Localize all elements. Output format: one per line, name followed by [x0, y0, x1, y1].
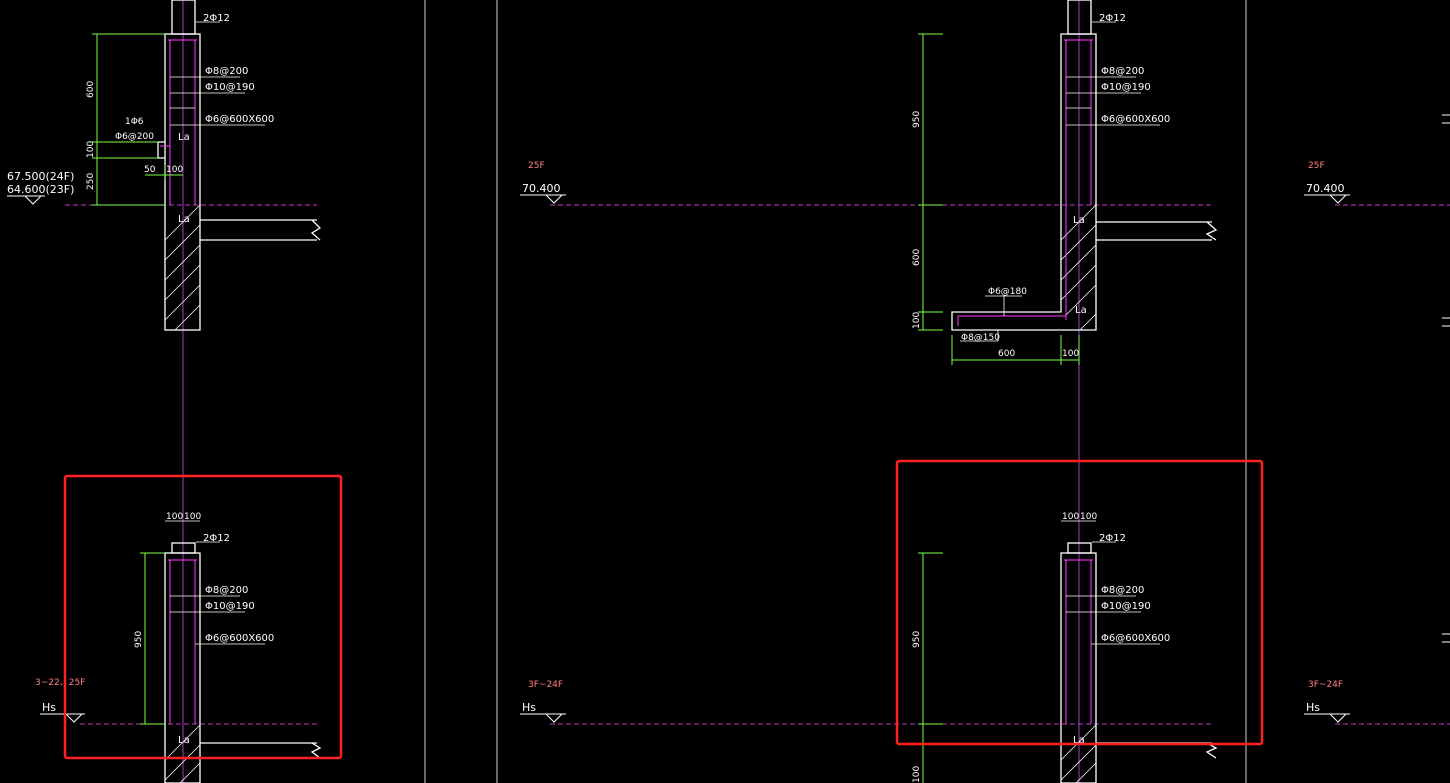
left-bottom-level-marker [40, 713, 85, 723]
right-bottom-rebar-3: Φ6@600X600 [1101, 633, 1170, 644]
left-bottom-wall-outline [164, 542, 322, 783]
right-anchor-1: La [1073, 215, 1085, 226]
middle-level-bottom-marker [520, 713, 566, 723]
left-parapet-detail[interactable]: 2Φ12 Φ8@200 Φ10@190 Φ6@600X600 1Φ6 Φ6@20… [7, 0, 322, 331]
left-bottom-rebar-3: Φ6@600X600 [205, 633, 274, 644]
left-bottom-height: 950 [134, 631, 144, 648]
left-rebar-lines [160, 39, 197, 205]
right-top-rebar: 2Φ12 [1099, 13, 1126, 24]
far-right-floor-bottom: 3F~24F [1308, 680, 1343, 690]
far-right-level-bottom: Hs [1306, 701, 1320, 714]
right-bottom-rebar-2: Φ10@190 [1101, 601, 1151, 612]
selection-box-right[interactable] [895, 459, 1264, 746]
left-bottom-hatch [164, 724, 201, 783]
far-right-level-markers[interactable]: 25F 70.400 3F~24F Hs [1304, 161, 1350, 723]
left-bottom-rebar-2: Φ10@190 [205, 601, 255, 612]
right-height-950: 950 [912, 111, 922, 128]
right-bottom-top-rebar: 2Φ12 [1099, 533, 1126, 544]
axis-lines [182, 0, 1080, 783]
right-wall-outline [951, 0, 1218, 331]
right-rebar-3: Φ6@600X600 [1101, 114, 1170, 125]
left-bottom-dim-top-1: 100 [166, 512, 183, 522]
left-wall-outline [157, 0, 322, 331]
left-level-1: 67.500(24F) [7, 170, 74, 183]
middle-level-bottom: Hs [522, 701, 536, 714]
left-callouts [170, 21, 265, 126]
right-height-600: 600 [912, 249, 922, 266]
middle-level-top: 70.400 [522, 182, 561, 195]
left-dim-600: 600 [86, 81, 96, 98]
left-dimensions [92, 33, 183, 206]
left-bottom-rebar [168, 559, 197, 724]
right-rebar-2: Φ10@190 [1101, 82, 1151, 93]
right-rebar-lines [957, 39, 1093, 326]
middle-floor-top: 25F [528, 161, 545, 171]
right-slab-rebar-2: Φ8@150 [961, 333, 1000, 343]
right-anchor-2: La [1075, 305, 1087, 316]
left-level-2: 64.600(23F) [7, 183, 74, 196]
selection-box-left[interactable] [63, 474, 343, 760]
left-bottom-dim-top-2: 100 [184, 512, 201, 522]
left-top-rebar-label: 2Φ12 [203, 13, 230, 24]
right-bottom-hatch [1060, 724, 1097, 783]
left-bottom-rebar-1: Φ8@200 [205, 585, 248, 596]
right-wall-hatch [1060, 204, 1097, 331]
right-bottom-height-100: 100 [912, 766, 922, 783]
right-bottom-anchor: La [1073, 735, 1085, 746]
right-parapet-detail[interactable]: 2Φ12 Φ8@200 Φ10@190 Φ6@600X600 950 600 1… [912, 0, 1218, 365]
right-bottom-dim-top-2: 100 [1080, 512, 1097, 522]
left-rebar-3-label: Φ6@600X600 [205, 114, 274, 125]
right-bottom-rebar [1064, 559, 1093, 724]
right-slab-rebar-1: Φ6@180 [988, 287, 1027, 297]
far-right-level-top-marker [1304, 194, 1350, 204]
left-anchor-2: La [178, 214, 190, 225]
sheet-frame-lines [424, 0, 1247, 783]
left-dim-100b: 100 [166, 165, 183, 175]
left-wall-hatch [164, 204, 201, 331]
middle-level-markers[interactable]: 25F 70.400 3F~24F Hs [520, 161, 566, 723]
far-right-floor-top: 25F [1308, 161, 1325, 171]
right-rebar-1: Φ8@200 [1101, 66, 1144, 77]
middle-level-top-marker [520, 194, 566, 204]
left-dim-50: 50 [144, 165, 156, 175]
left-bottom-callouts [165, 520, 265, 645]
left-bottom-level: Hs [42, 701, 56, 714]
right-callouts [960, 21, 1160, 342]
middle-floor-bottom: 3F~24F [528, 680, 563, 690]
left-bottom-anchor: La [178, 735, 190, 746]
left-corbel-rebar-2: Φ6@200 [115, 132, 154, 142]
right-dimensions [918, 33, 1080, 365]
right-bottom-callouts [1061, 520, 1160, 645]
left-bottom-floors: 3~22、25F [35, 678, 85, 688]
left-dim-250: 250 [86, 173, 96, 190]
right-bottom-parapet-detail[interactable]: 100 100 2Φ12 Φ8@200 Φ10@190 Φ6@600X600 9… [912, 512, 1218, 783]
left-corbel-rebar-1: 1Φ6 [125, 117, 144, 127]
right-bottom-height: 950 [912, 631, 922, 648]
left-anchor-1: La [178, 132, 190, 143]
left-level-marker [7, 195, 45, 205]
far-right-level-bottom-marker [1304, 713, 1350, 723]
right-bottom-rebar-1: Φ8@200 [1101, 585, 1144, 596]
left-bottom-top-rebar: 2Φ12 [203, 533, 230, 544]
left-rebar-2-label: Φ10@190 [205, 82, 255, 93]
right-width-100: 100 [1062, 349, 1079, 359]
left-rebar-1-label: Φ8@200 [205, 66, 248, 77]
right-height-100: 100 [912, 312, 922, 329]
edge-markers [1442, 114, 1450, 643]
right-bottom-dim-top-1: 100 [1062, 512, 1079, 522]
left-bottom-dimension [140, 552, 165, 725]
left-bottom-parapet-detail[interactable]: 100 100 2Φ12 Φ8@200 Φ10@190 Φ6@600X600 9… [35, 512, 322, 783]
right-width-600: 600 [998, 349, 1015, 359]
far-right-level-top: 70.400 [1306, 182, 1345, 195]
left-dim-100: 100 [86, 141, 96, 158]
